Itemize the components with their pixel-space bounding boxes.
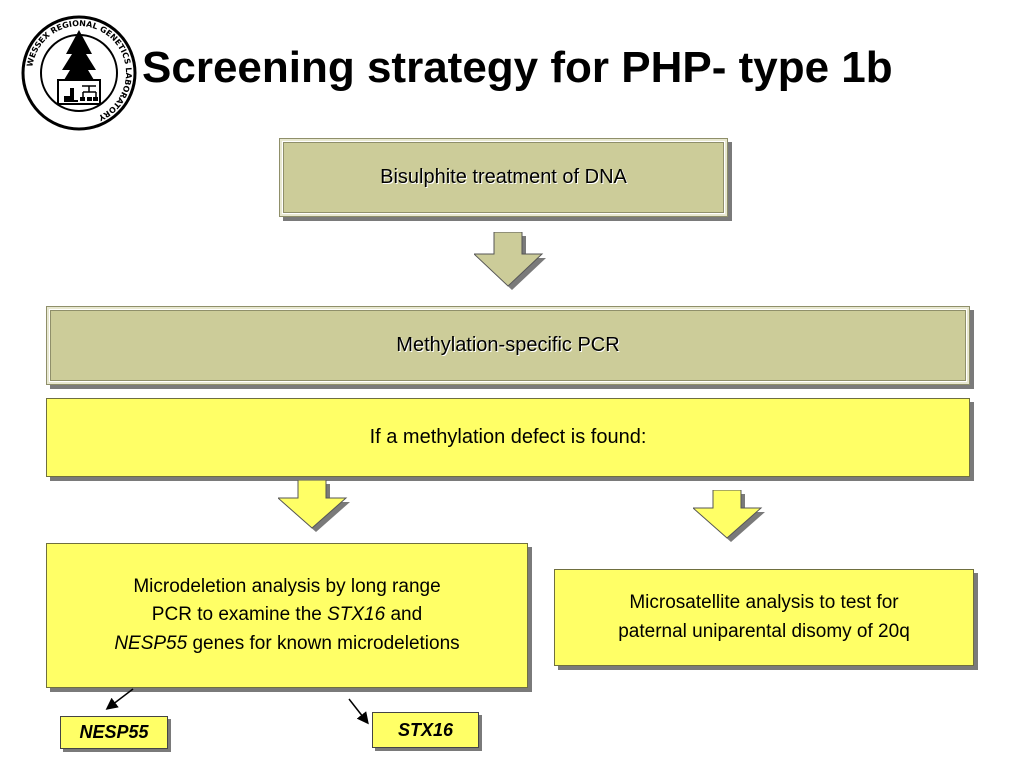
down-arrow-right-icon [693, 490, 765, 542]
methylation-pcr-label: Methylation-specific PCR [396, 334, 620, 356]
line3-suffix: genes for known microdeletions [187, 632, 460, 654]
down-arrow-icon [474, 232, 546, 290]
bisulphite-step-label: Bisulphite treatment of DNA [380, 166, 627, 188]
nesp55-inline-gene: NESP55 [114, 632, 188, 654]
microdeletion-line-3: NESP55 genes for known microdeletions [114, 630, 459, 659]
wessex-genetics-logo: WESSEX REGIONAL GENETICS LABORATORY [21, 15, 137, 131]
bisulphite-step-box: Bisulphite treatment of DNA [279, 138, 728, 217]
stx16-gene-label: STX16 [397, 719, 454, 740]
nesp55-gene-label: NESP55 [79, 722, 149, 742]
line2-prefix: PCR to examine the [151, 604, 328, 626]
pointer-to-stx16 [348, 698, 369, 725]
microsatellite-analysis-text: Microsatellite analysis to test for pate… [618, 589, 910, 646]
nesp55-gene-box: NESP55 [60, 716, 168, 749]
microsatellite-line-2: paternal uniparental disomy of 20q [618, 620, 910, 642]
down-arrow-left-icon [278, 480, 350, 532]
microdeletion-analysis-text: Microdeletion analysis by long range PCR… [114, 573, 459, 659]
line2-suffix: and [385, 604, 423, 626]
page-title: Screening strategy for PHP- type 1b [142, 43, 893, 92]
stx16-inline-gene: STX16 [327, 604, 386, 626]
stx16-gene-box: STX16 [372, 712, 479, 748]
methylation-defect-box: If a methylation defect is found: [46, 398, 970, 477]
microdeletion-line-2: PCR to examine the STX16 and [114, 601, 459, 630]
microdeletion-line-1: Microdeletion analysis by long range [133, 575, 441, 597]
methylation-defect-label: If a methylation defect is found: [369, 426, 647, 448]
methylation-pcr-box: Methylation-specific PCR [46, 306, 970, 385]
microsatellite-analysis-box: Microsatellite analysis to test for pate… [554, 569, 974, 666]
microdeletion-analysis-box: Microdeletion analysis by long range PCR… [46, 543, 528, 688]
microsatellite-line-1: Microsatellite analysis to test for [629, 592, 899, 613]
pointer-to-nesp55 [105, 688, 134, 710]
